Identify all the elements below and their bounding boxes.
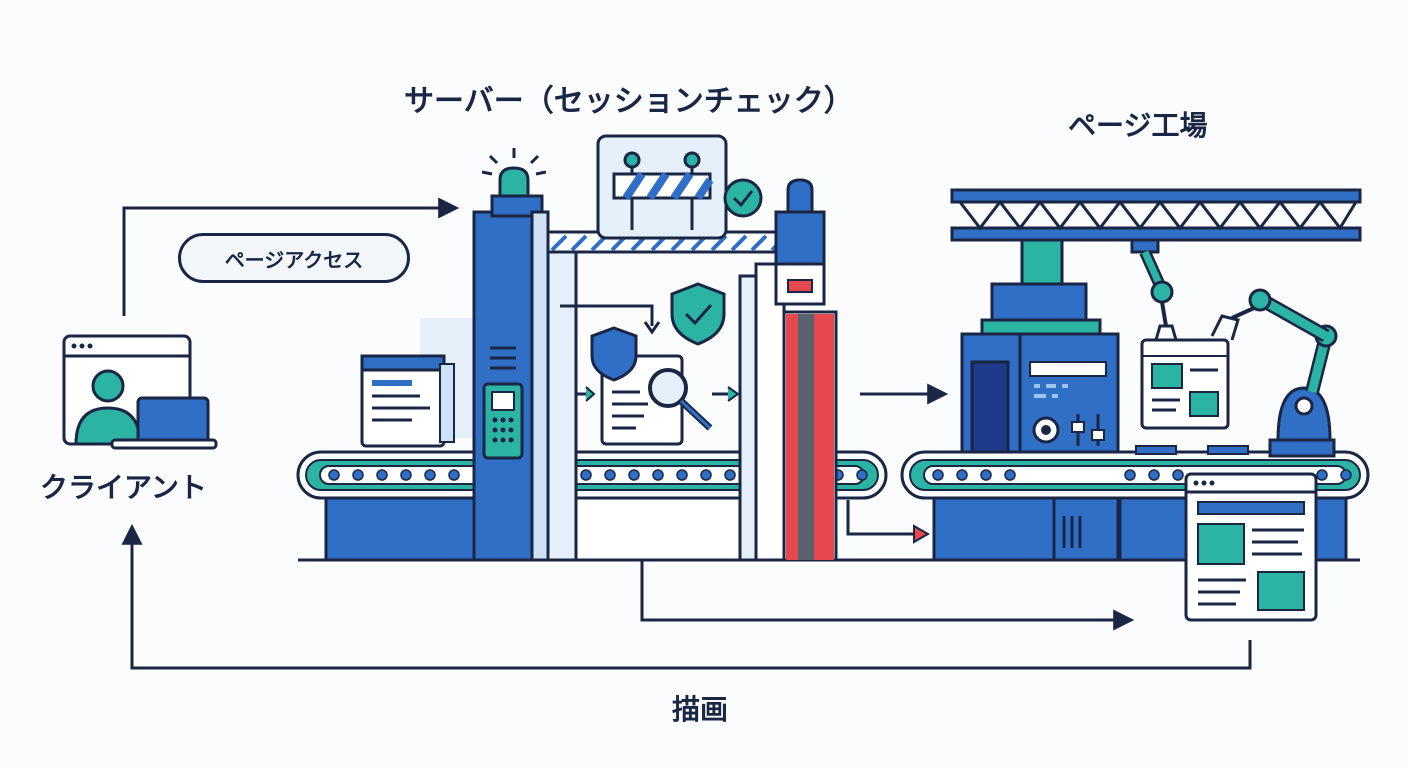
access-arrow — [122, 197, 460, 316]
crane-truss-icon — [950, 188, 1362, 242]
shield-icon — [590, 326, 638, 382]
user-icon — [74, 369, 142, 446]
render-arrow — [121, 523, 1252, 670]
laptop-icon — [110, 396, 218, 450]
render-label: 描画 — [672, 693, 729, 726]
server-title: サーバー（セッションチェック） — [404, 84, 854, 119]
terminal-screen — [360, 354, 455, 448]
barrier-icon — [596, 134, 728, 240]
siren-light-icon — [481, 148, 547, 198]
check-badge-icon — [723, 178, 763, 218]
client-label: クライアント — [40, 471, 207, 504]
client-icon — [62, 334, 218, 450]
robot-arm-hanging — [1130, 238, 1230, 430]
shield-check-icon — [670, 282, 726, 346]
robot-arm-icon — [1210, 288, 1338, 458]
server-machine — [296, 134, 888, 562]
factory-title: ページ工場 — [1068, 109, 1208, 142]
magnifier-icon — [648, 368, 713, 431]
page-access-pill: ページアクセス — [178, 233, 410, 283]
page-factory — [900, 188, 1370, 562]
reject-arrow — [846, 500, 918, 536]
web-page-icon — [1184, 472, 1318, 622]
document-check — [560, 304, 740, 446]
keypad-icon — [482, 382, 524, 460]
